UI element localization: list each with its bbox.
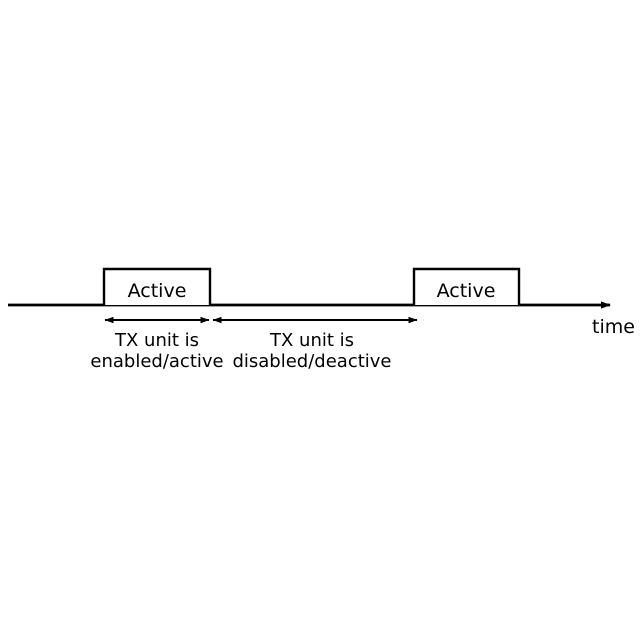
time-axis-label: time (592, 316, 635, 338)
pulse-2-label: Active (437, 280, 496, 302)
interval-enabled-label-line2: enabled/active (90, 351, 223, 372)
interval-enabled-label-line1: TX unit is (114, 330, 199, 351)
pulse-1-outline (102, 267, 212, 305)
pulse-block-1: Active (102, 267, 212, 305)
pulse-1-label: Active (128, 280, 187, 302)
interval-enabled-group: TX unit is enabled/active (90, 316, 224, 372)
interval-disabled-label-line2: disabled/deactive (232, 351, 391, 372)
interval-disabled-group: TX unit is disabled/deactive (212, 316, 418, 372)
pulse-2-outline (412, 267, 521, 305)
pulse-block-2: Active (412, 267, 521, 305)
interval-disabled-label-line1: TX unit is (269, 330, 354, 351)
